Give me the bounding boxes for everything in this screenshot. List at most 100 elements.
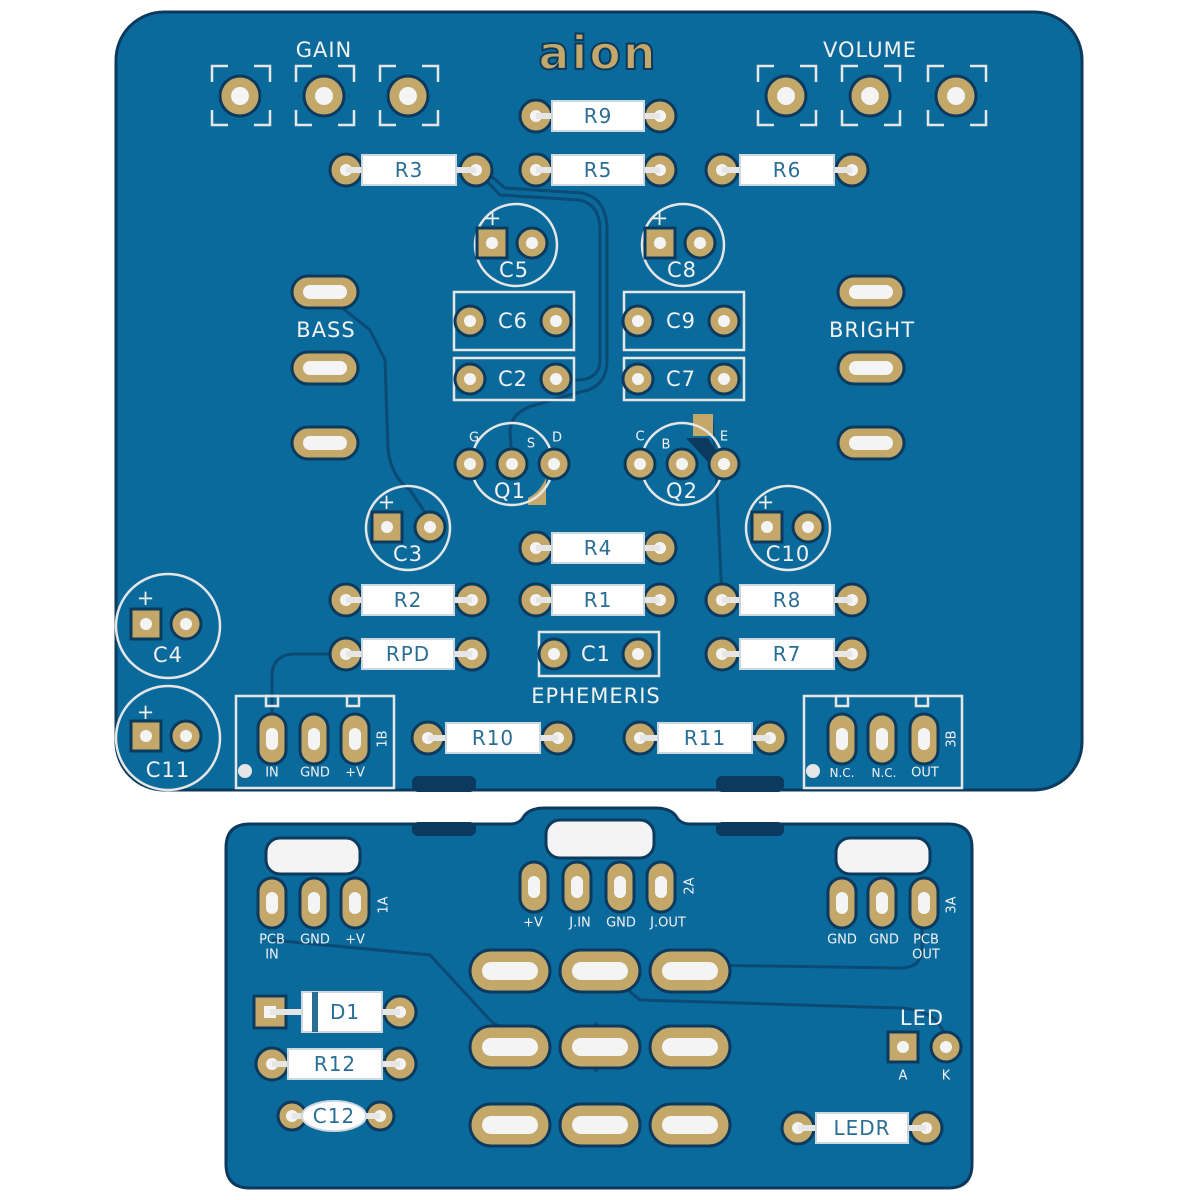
header-1a: PCB IN GND +V 1A xyxy=(256,876,392,963)
ledr-label: LEDR xyxy=(833,1116,890,1140)
resistor-r7: R7 xyxy=(704,636,870,672)
c4-label: C4 xyxy=(153,643,183,667)
r3-label: R3 xyxy=(395,158,424,182)
h3b-pin-nc2: N.C. xyxy=(872,766,897,780)
led-anode-label: A xyxy=(899,1069,908,1084)
q2-pin-c: C xyxy=(635,430,644,445)
h3a-pin-gnd1: GND xyxy=(827,933,857,948)
capacitor-c4: + C4 xyxy=(114,572,222,680)
resistor-r2: R2 xyxy=(328,582,490,618)
capacitor-c11: + C11 xyxy=(114,684,222,792)
h1a-id: 1A xyxy=(377,896,392,913)
capacitor-c3: + C3 xyxy=(364,484,452,572)
h1b-pin-gnd: GND xyxy=(300,766,330,781)
capacitor-c5: + C5 xyxy=(473,202,559,288)
mounting-pads xyxy=(264,818,932,876)
lower-board xyxy=(224,806,974,1190)
h2a-id: 2A xyxy=(683,877,698,894)
h2a-pin-jout: J.OUT xyxy=(649,916,686,931)
bright-label: BRIGHT xyxy=(829,318,915,342)
c12-label: C12 xyxy=(313,1104,355,1128)
h1b-pin-v: +V xyxy=(345,766,365,781)
capacitor-c6: C6 xyxy=(452,290,576,352)
gain-pot-pin-3 xyxy=(378,64,440,127)
header-3a: GND GND PCB OUT 3A xyxy=(826,876,960,963)
volume-pot: VOLUME xyxy=(756,38,988,127)
header-2a: +V J.IN GND J.OUT 2A xyxy=(518,860,698,931)
resistor-r9: R9 xyxy=(518,98,678,134)
bass-label: BASS xyxy=(296,318,355,342)
gain-pot-pin-1 xyxy=(210,64,272,127)
c6-label: C6 xyxy=(498,309,528,333)
gain-pot-pin-2 xyxy=(294,64,356,127)
volume-pot-pin-2 xyxy=(840,64,902,127)
c2-label: C2 xyxy=(498,367,528,391)
resistor-r8: R8 xyxy=(704,582,870,618)
resistor-r5: R5 xyxy=(518,152,678,188)
c10-label: C10 xyxy=(766,542,810,566)
c1-label: C1 xyxy=(581,642,611,666)
h3a-pin-gnd2: GND xyxy=(869,933,899,948)
r5-label: R5 xyxy=(584,158,613,182)
q1-pin-d: D xyxy=(552,431,562,446)
r7-label: R7 xyxy=(773,642,802,666)
r8-label: R8 xyxy=(773,588,802,612)
capacitor-c1: C1 xyxy=(537,630,661,678)
led-label: LED xyxy=(900,1006,944,1030)
c4-plus: + xyxy=(137,586,156,610)
capacitor-c2: C2 xyxy=(452,356,576,402)
c11-label: C11 xyxy=(146,758,190,782)
resistor-r1: R1 xyxy=(518,582,678,618)
r2-label: R2 xyxy=(394,588,423,612)
header-1b: IN GND +V 1B xyxy=(234,694,396,790)
footswitch-pads xyxy=(468,948,732,1148)
gain-label: GAIN xyxy=(296,38,353,62)
resistor-ledr: LEDR xyxy=(780,1110,944,1146)
transistor-q2: C B E Q2 xyxy=(623,414,741,507)
led: LED A K xyxy=(886,1006,963,1084)
resistor-r6: R6 xyxy=(704,152,870,188)
q2-pin-e: E xyxy=(720,430,728,445)
c10-plus: + xyxy=(757,490,776,514)
c9-label: C9 xyxy=(666,309,696,333)
volume-pot-pin-1 xyxy=(756,64,818,127)
transistor-q1: G S D Q1 xyxy=(453,421,571,507)
h2a-pin-gnd: GND xyxy=(606,916,636,931)
h3b-pin-nc1: N.C. xyxy=(830,766,855,780)
bright-switch: BRIGHT xyxy=(829,274,915,461)
capacitor-c12: C12 xyxy=(276,1100,396,1132)
h3a-pin-pcb: PCB xyxy=(913,933,939,948)
diode-d1: D1 xyxy=(252,991,418,1033)
resistor-r11: R11 xyxy=(622,720,788,756)
r11-label: R11 xyxy=(684,726,726,750)
h2a-pin-jin: J.IN xyxy=(568,916,591,931)
h1a-pin-in: IN xyxy=(265,948,279,963)
resistor-rpd: RPD xyxy=(328,636,490,672)
q1-pin-g: G xyxy=(469,431,479,446)
d1-label: D1 xyxy=(330,1000,360,1024)
h1b-pin-in: IN xyxy=(265,766,279,781)
r10-label: R10 xyxy=(472,726,514,750)
h3a-pin-out: OUT xyxy=(912,948,940,963)
q2-pin-b: B xyxy=(662,438,671,453)
bass-switch: BASS xyxy=(290,274,360,461)
h2a-pin-v: +V xyxy=(523,916,543,931)
c3-plus: + xyxy=(378,490,397,514)
q2-label: Q2 xyxy=(666,479,698,503)
capacitor-c7: C7 xyxy=(621,356,746,402)
brand-logo: aion xyxy=(538,26,657,80)
c7-label: C7 xyxy=(666,367,696,391)
r4-label: R4 xyxy=(584,536,613,560)
resistor-r10: R10 xyxy=(410,720,576,756)
c5-label: C5 xyxy=(499,258,529,282)
q1-pin-s: S xyxy=(527,437,535,452)
capacitor-c10: + C10 xyxy=(744,484,832,572)
r6-label: R6 xyxy=(773,158,802,182)
h1a-pin-pcb: PCB xyxy=(259,933,285,948)
h1a-pin-v: +V xyxy=(345,933,365,948)
r9-label: R9 xyxy=(584,104,613,128)
capacitor-c8: + C8 xyxy=(640,202,726,288)
led-cathode-label: K xyxy=(942,1069,951,1084)
c5-plus: + xyxy=(484,206,503,230)
